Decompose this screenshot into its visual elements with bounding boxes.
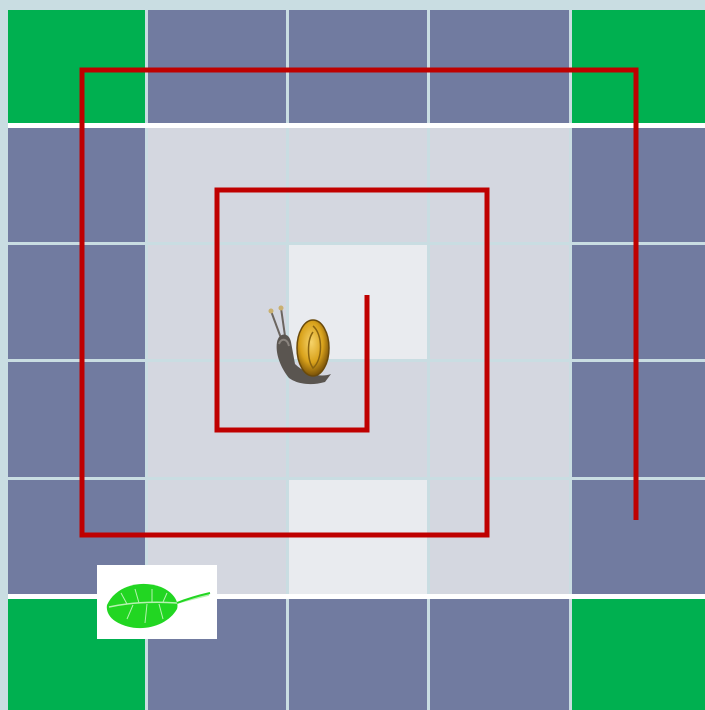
board-cell-outer[interactable] [148,10,286,124]
board-cell-corner[interactable] [8,10,145,124]
goal-leaf[interactable] [97,565,217,639]
board-cell-outer[interactable] [289,598,427,710]
board-cell-inner[interactable] [430,362,569,477]
board-cell-inner[interactable] [430,127,569,242]
leaf-icon [97,565,217,639]
board-cell-outer[interactable] [430,598,569,710]
board-cell-outer[interactable] [8,362,145,477]
board-cell-outer[interactable] [430,10,569,124]
board-cell-outer[interactable] [8,127,145,242]
board-cell-inner[interactable] [430,245,569,359]
board-separator [8,123,705,128]
board-cell-outer[interactable] [8,245,145,359]
snail-icon [265,302,337,388]
board-cell-outer[interactable] [289,10,427,124]
snail-player[interactable] [265,302,337,388]
board-cell-inner[interactable] [289,127,427,242]
board-cell-corner[interactable] [572,598,705,710]
